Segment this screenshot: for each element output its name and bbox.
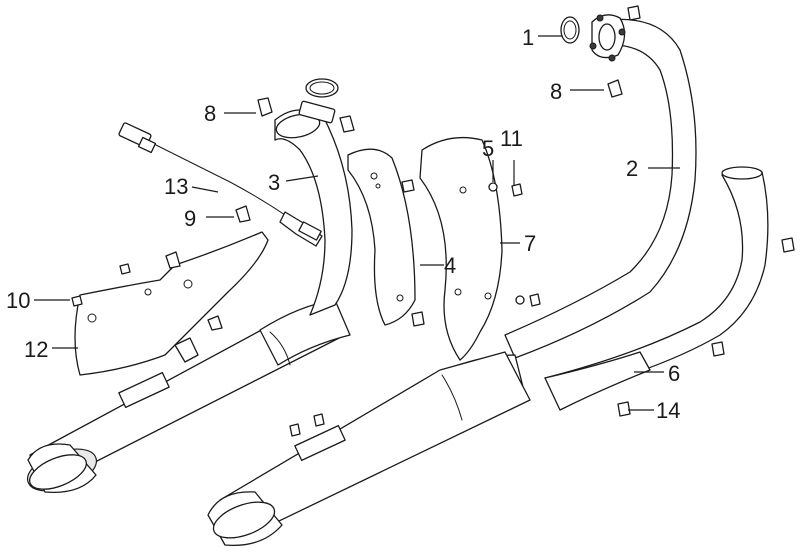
front-header-pipe (504, 14, 697, 359)
callout-5: 5 (482, 136, 494, 161)
tailpipe-6 (544, 166, 769, 411)
callout-13: 13 (164, 174, 188, 199)
o2-sensor-13 (118, 122, 323, 247)
callout-3: 3 (268, 170, 280, 195)
front-flange (589, 14, 626, 62)
callout-2: 2 (626, 156, 638, 181)
callout-8-right: 8 (550, 79, 562, 104)
hardware (71, 5, 795, 437)
callout-1: 1 (522, 25, 534, 50)
callout-6: 6 (668, 361, 680, 386)
callout-4: 4 (444, 253, 456, 278)
callout-8-left: 8 (204, 101, 216, 126)
callout-10: 10 (6, 288, 30, 313)
front-muffler (207, 351, 531, 546)
callout-11: 11 (500, 126, 523, 151)
bracket-12 (74, 231, 269, 376)
callout-labels: 1 2 3 4 5 6 7 8 8 9 10 11 12 13 14 (6, 25, 680, 423)
rear-header-pipe (274, 78, 353, 316)
heat-shield-7 (419, 136, 503, 361)
callout-9: 9 (184, 206, 196, 231)
callout-12: 12 (24, 337, 48, 362)
callout-leaders (34, 35, 680, 411)
rear-muffler (27, 299, 351, 494)
heat-shield-4 (347, 148, 416, 326)
callout-14: 14 (656, 398, 680, 423)
callout-7: 7 (524, 231, 536, 256)
